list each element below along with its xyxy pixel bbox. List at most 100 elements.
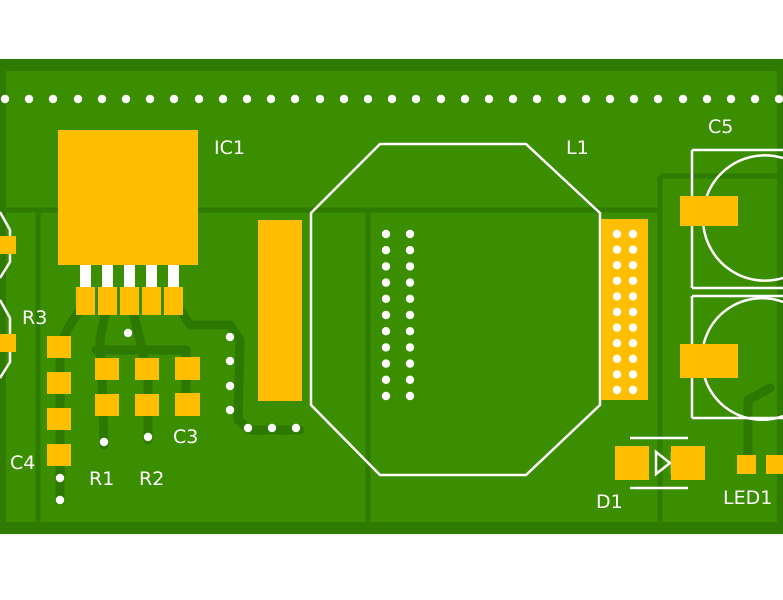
via bbox=[405, 327, 415, 336]
via bbox=[315, 94, 325, 104]
ic1-leads bbox=[80, 265, 179, 287]
via bbox=[121, 94, 131, 104]
via bbox=[225, 332, 235, 342]
via bbox=[628, 292, 638, 301]
via bbox=[381, 327, 391, 336]
via bbox=[97, 94, 107, 104]
via bbox=[405, 246, 415, 255]
via bbox=[460, 94, 470, 104]
via bbox=[628, 385, 638, 395]
via bbox=[628, 229, 638, 239]
l1-pad-right bbox=[601, 219, 648, 400]
via bbox=[225, 381, 235, 391]
r3-pad bbox=[47, 336, 71, 358]
via bbox=[612, 307, 622, 317]
via bbox=[169, 94, 179, 104]
via bbox=[24, 94, 34, 104]
r1-pad bbox=[95, 358, 119, 380]
via bbox=[605, 94, 615, 104]
via bbox=[405, 278, 415, 287]
via bbox=[484, 94, 494, 104]
via bbox=[381, 359, 391, 368]
via bbox=[242, 94, 252, 104]
via bbox=[628, 261, 638, 270]
via bbox=[629, 94, 639, 104]
pads bbox=[0, 130, 783, 480]
c4-pad bbox=[47, 444, 71, 466]
via bbox=[405, 391, 415, 401]
label-ic1: IC1 bbox=[214, 137, 245, 159]
via bbox=[612, 370, 622, 379]
via bbox=[436, 94, 446, 104]
label-led1: LED1 bbox=[723, 487, 772, 509]
label-r3: R3 bbox=[22, 307, 47, 329]
d1-pad-left bbox=[615, 446, 649, 480]
via bbox=[612, 385, 622, 395]
via bbox=[0, 94, 10, 104]
via bbox=[225, 356, 235, 366]
via bbox=[405, 294, 415, 303]
via bbox=[290, 94, 300, 104]
ic1-pin-pad bbox=[120, 287, 139, 315]
label-c4: C4 bbox=[10, 452, 35, 474]
via bbox=[381, 262, 391, 271]
via bbox=[291, 423, 301, 433]
l1-inductor-outline bbox=[309, 142, 602, 477]
via bbox=[628, 370, 638, 379]
via bbox=[628, 354, 638, 363]
c5-pad bbox=[680, 196, 738, 226]
via bbox=[612, 245, 622, 254]
ic1-pin-pad bbox=[98, 287, 117, 315]
via bbox=[381, 229, 391, 239]
via bbox=[628, 323, 638, 332]
via bbox=[363, 94, 373, 104]
c3-pad bbox=[175, 393, 200, 416]
via bbox=[99, 437, 109, 447]
label-c3: C3 bbox=[173, 426, 198, 448]
via bbox=[612, 229, 622, 239]
r3-pad bbox=[47, 372, 71, 394]
via bbox=[508, 94, 518, 104]
via bbox=[381, 343, 391, 352]
via bbox=[612, 292, 622, 301]
l1-pad-left bbox=[258, 220, 302, 401]
via bbox=[405, 310, 415, 320]
pcb-board-edge bbox=[0, 59, 783, 534]
via bbox=[405, 229, 415, 239]
via bbox=[225, 405, 235, 415]
ic1-tab-pad bbox=[58, 130, 198, 265]
via bbox=[123, 328, 133, 338]
r2-pad bbox=[135, 358, 159, 380]
via bbox=[612, 323, 622, 332]
via bbox=[381, 375, 391, 384]
via bbox=[381, 246, 391, 255]
via bbox=[612, 261, 622, 270]
via bbox=[339, 94, 349, 104]
via bbox=[73, 94, 83, 104]
label-c5: C5 bbox=[708, 116, 733, 138]
via bbox=[628, 245, 638, 254]
via bbox=[55, 473, 65, 483]
via bbox=[243, 423, 253, 433]
via bbox=[581, 94, 591, 104]
via bbox=[381, 391, 391, 401]
via bbox=[145, 94, 155, 104]
c3-pad bbox=[175, 357, 200, 380]
vias bbox=[0, 94, 783, 505]
via bbox=[381, 310, 391, 320]
via bbox=[774, 94, 783, 104]
via bbox=[405, 375, 415, 384]
via bbox=[612, 339, 622, 348]
via bbox=[405, 343, 415, 352]
via bbox=[194, 94, 204, 104]
ic1-pin-pad bbox=[164, 287, 183, 315]
via bbox=[702, 94, 712, 104]
via bbox=[411, 94, 421, 104]
via bbox=[143, 432, 153, 442]
via bbox=[381, 278, 391, 287]
d1-diode-symbol bbox=[654, 449, 673, 477]
via bbox=[532, 94, 542, 104]
led1-pad-right bbox=[766, 455, 783, 474]
via bbox=[405, 359, 415, 368]
